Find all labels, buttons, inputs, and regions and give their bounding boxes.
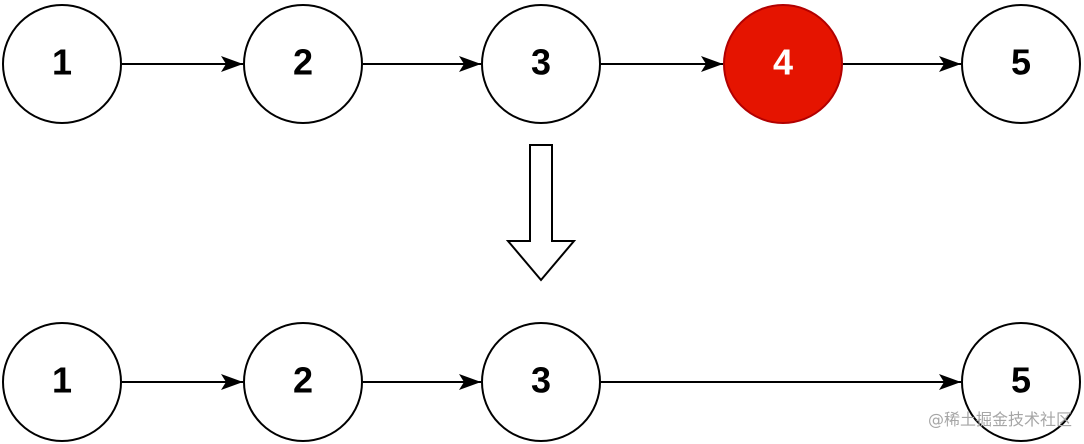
- watermark: @稀土掘金技术社区: [927, 410, 1072, 429]
- top-node-circle: [481, 4, 601, 124]
- top-node-circle: [961, 4, 1081, 124]
- top-node-label: 4: [773, 42, 793, 83]
- top-node-label: 5: [1011, 42, 1031, 83]
- top-node-circle: [2, 4, 122, 124]
- top-node-2: 2: [243, 4, 363, 124]
- top-node-circle: [723, 4, 843, 124]
- bottom-node-3: 3: [481, 322, 601, 442]
- bottom-linked-list: 1 2 3 5: [2, 322, 1081, 442]
- top-node-3: 3: [481, 4, 601, 124]
- bottom-node-circle: [481, 322, 601, 442]
- bottom-node-2: 2: [243, 322, 363, 442]
- top-node-label: 3: [531, 42, 551, 83]
- bottom-node-label: 5: [1011, 360, 1031, 401]
- bottom-node-1: 1: [2, 322, 122, 442]
- top-node-4: 4: [723, 4, 843, 124]
- bottom-node-label: 1: [52, 360, 72, 401]
- top-node-label: 2: [293, 42, 313, 83]
- bottom-node-circle: [961, 322, 1081, 442]
- down-arrow-shape: [505, 144, 577, 282]
- bottom-node-circle: [2, 322, 122, 442]
- bottom-node-label: 3: [531, 360, 551, 401]
- top-node-5: 5: [961, 4, 1081, 124]
- top-linked-list: 1 2 3 4 5: [2, 4, 1081, 124]
- top-node-label: 1: [52, 42, 72, 83]
- bottom-node-circle: [243, 322, 363, 442]
- top-node-1: 1: [2, 4, 122, 124]
- transition-down-arrow: [505, 144, 577, 282]
- top-node-circle: [243, 4, 363, 124]
- bottom-node-label: 2: [293, 360, 313, 401]
- bottom-node-5: 5: [961, 322, 1081, 442]
